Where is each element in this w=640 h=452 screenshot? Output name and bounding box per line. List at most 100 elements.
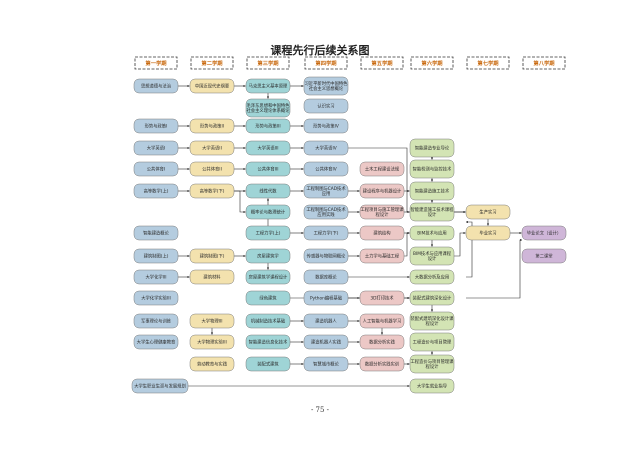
semester-header-label-2: 第二学期 (200, 59, 223, 67)
course-node-box (409, 202, 455, 222)
course-node-n30: 概率论与数理统计 (245, 204, 291, 220)
course-node-n40: 建筑制图(上) (133, 248, 179, 264)
course-node-box (409, 181, 455, 201)
course-node-box (189, 269, 235, 285)
course-node-box (303, 118, 349, 134)
course-node-box (245, 140, 291, 156)
course-node-box (303, 204, 349, 220)
course-node-box (359, 225, 405, 241)
course-node-label: 智能建造施工技术 (415, 188, 450, 195)
course-node-box (133, 118, 179, 134)
course-node-label: 智能检测与监控技术 (413, 166, 452, 173)
course-node-box (133, 290, 179, 306)
course-node-label: 高等数学(上) (144, 188, 169, 195)
course-node-n44: 土力学与基础工程 (359, 248, 405, 264)
course-node-label: 形势与政策II (200, 123, 224, 130)
course-node-n70: 装配式建筑 (245, 356, 291, 372)
course-node-label: 智能建造信息化技术 (249, 339, 288, 346)
semester-header-box-2 (190, 56, 234, 70)
course-node-label: 房屋建筑学课程设计 (249, 274, 288, 281)
course-node-label: 房屋建筑学 (257, 253, 279, 260)
course-node-box (189, 183, 235, 199)
course-node-n36: 工程力学(上) (245, 225, 291, 241)
course-node-box (409, 311, 455, 331)
edge-n14-n29 (348, 147, 466, 214)
edge-rail-internship (465, 220, 473, 278)
course-node-label: 大学化学实验III (141, 295, 171, 302)
course-node-n9: 形势与政策III (245, 118, 291, 134)
course-node-label: 工程制图与CAD技术应用 (306, 185, 346, 197)
course-node-n38: 建筑结构 (359, 225, 405, 241)
course-node-n16: 公共体育II (189, 161, 235, 177)
course-node-box (133, 313, 179, 329)
course-node-n51: 大数据分析及应用 (409, 269, 455, 285)
course-node-n74: 大学生职业生涯与发展规划 (131, 378, 189, 394)
course-node-n49: 房屋建筑学课程设计 (245, 269, 291, 285)
course-node-n2: 中国近现代史纲要 (189, 78, 235, 94)
course-node-n45: BIM技术与应用课程设计 (409, 246, 455, 266)
course-node-n13: 大学英语III (245, 140, 291, 156)
course-node-label: BIM技术与应用课程设计 (413, 250, 452, 262)
course-node-box (465, 225, 511, 241)
course-node-label: 智慧城市概论 (313, 361, 339, 368)
course-node-n41: 建筑制图(下) (189, 248, 235, 264)
course-node-box (133, 225, 179, 241)
course-node-n56: 装配式建筑深化设计 (409, 290, 455, 306)
course-node-label: 大学物理实验III (197, 339, 227, 346)
course-node-n10: 形势与政策IV (303, 118, 349, 134)
course-node-box (303, 334, 349, 350)
course-node-box (359, 204, 405, 220)
course-node-n12: 大学英语II (189, 140, 235, 156)
course-node-n19: 土木工程建设法规 (359, 161, 405, 177)
course-node-label: 大学生职业生涯与发展规划 (134, 383, 186, 390)
course-node-box (133, 78, 179, 94)
course-node-box (521, 248, 567, 264)
course-node-label: 装配式建筑 (257, 361, 279, 368)
course-node-n73: 工程造价与项目管理课程设计 (409, 354, 455, 374)
course-node-box (409, 138, 455, 158)
course-node-box (245, 356, 291, 372)
semester-header-box-1 (134, 56, 178, 70)
course-node-box (189, 140, 235, 156)
course-node-n69: 劳动教育与实践 (189, 356, 235, 372)
course-node-label: 装配式建筑深化设计 (413, 295, 452, 302)
semester-header-layer: 第一学期第二学期第三学期第四学期第五学期第六学期第七学期第八学期 (134, 56, 566, 70)
course-node-n43: 传感器与物联网概论 (303, 248, 349, 264)
semester-header-label-7: 第七学期 (476, 59, 499, 67)
course-node-n21: 智能检测与监控技术 (409, 159, 455, 179)
course-node-n31: 工程制图与CAD技术应用实践 (303, 204, 349, 220)
course-node-box (245, 290, 291, 306)
course-node-box (303, 183, 349, 199)
course-node-n20: 智能建造专业导论 (409, 138, 455, 158)
course-node-label: 工程造价与项目管理课程设计 (411, 358, 455, 370)
course-node-label: 建设程序与机器设计 (363, 188, 402, 195)
course-node-box (359, 356, 405, 372)
course-node-n29: 生产实习 (465, 204, 511, 220)
course-node-label: 概率论与数理统计 (251, 209, 286, 216)
course-node-n25: 线性代数 (245, 183, 291, 199)
course-node-box (245, 78, 291, 94)
course-node-n46: 第二课堂 (521, 248, 567, 264)
edge-n24-n30 (234, 190, 246, 214)
course-node-n3: 马克思主义基本原理 (245, 78, 291, 94)
course-node-n24: 高等数学(下) (189, 183, 235, 199)
course-node-n55: 3D打印技术 (359, 290, 405, 306)
course-node-n50: 数据库概论 (303, 269, 349, 285)
course-node-box (359, 334, 405, 350)
course-node-n32: 工程项目与施工管理课程设计 (359, 204, 405, 220)
course-node-n22: 智能建造施工技术 (409, 181, 455, 201)
course-node-box (409, 290, 455, 306)
course-node-label: 公共体育I (147, 166, 165, 173)
course-node-box (303, 225, 349, 241)
course-node-n54: Python编程基础 (303, 290, 349, 306)
course-node-n8: 形势与政策II (189, 118, 235, 134)
course-node-n33: 毕业实习 (465, 225, 511, 241)
course-node-box (189, 248, 235, 264)
course-node-n47: 大学化学III (133, 269, 179, 285)
course-node-box (303, 248, 349, 264)
course-node-label: 习近平新时代中国特色社会主义思想概论 (305, 80, 349, 92)
course-node-label: 大数据分析及应用 (415, 274, 449, 281)
course-node-n65: 智能建造信息化技术 (245, 334, 291, 350)
course-node-n67: 数据分析实践 (359, 334, 405, 350)
